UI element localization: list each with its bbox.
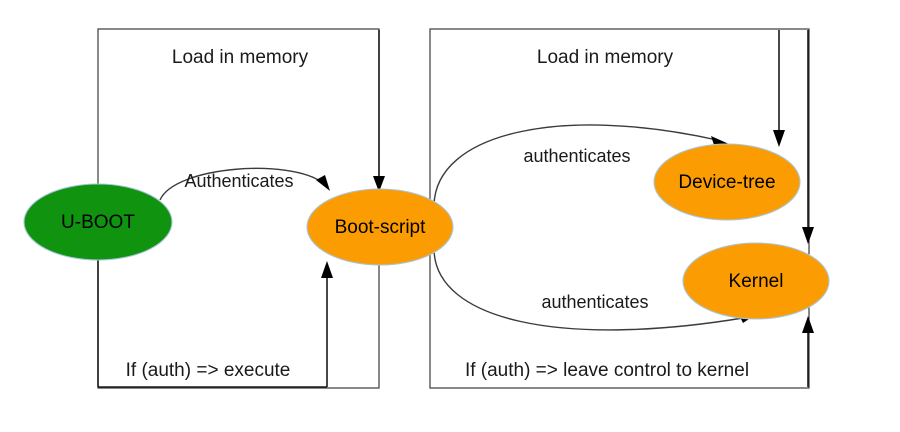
node-bootscript-ellipse[interactable]	[306, 188, 454, 266]
node-uboot[interactable]: U-BOOT	[23, 183, 173, 261]
authenticates-curve-bootscript-kernel	[433, 249, 744, 331]
left-load-in-memory-arrowhead	[373, 176, 385, 192]
left-stage-top-label: Load in memory	[172, 47, 309, 68]
node-devicetree[interactable]: Device-tree	[653, 143, 801, 221]
node-uboot-label: U-BOOT	[61, 212, 135, 233]
node-bootscript-label: Boot-script	[335, 217, 427, 238]
authenticates-arrowhead-bootscript	[316, 175, 330, 191]
node-uboot-ellipse[interactable]	[23, 183, 173, 261]
right-stage-top-label: Load in memory	[537, 47, 674, 68]
left-stage-bottom-label: If (auth) => execute	[126, 360, 291, 381]
node-devicetree-ellipse[interactable]	[653, 143, 801, 221]
edge-label-authenticates-devicetree: authenticates	[523, 146, 630, 166]
left-execute-arrowhead	[321, 261, 333, 278]
node-kernel-label: Kernel	[729, 271, 784, 292]
authenticates-curve-uboot-bootscript	[159, 167, 324, 201]
node-bootscript[interactable]: Boot-script	[306, 188, 454, 266]
node-kernel-ellipse[interactable]	[682, 242, 830, 320]
edge-label-authenticates-bootscript: Authenticates	[184, 171, 293, 191]
node-kernel[interactable]: Kernel	[682, 242, 830, 320]
authenticates-curve-bootscript-devicetree	[433, 124, 718, 206]
node-devicetree-label: Device-tree	[678, 172, 775, 193]
right-return-arrowhead-kernel-bottom	[802, 316, 814, 333]
right-edge-arrowhead-kernel-top	[802, 227, 814, 244]
right-stage-bottom-label: If (auth) => leave control to kernel	[465, 360, 749, 381]
edge-label-authenticates-kernel: authenticates	[541, 292, 648, 312]
right-load-in-memory-arrowhead	[773, 130, 785, 147]
